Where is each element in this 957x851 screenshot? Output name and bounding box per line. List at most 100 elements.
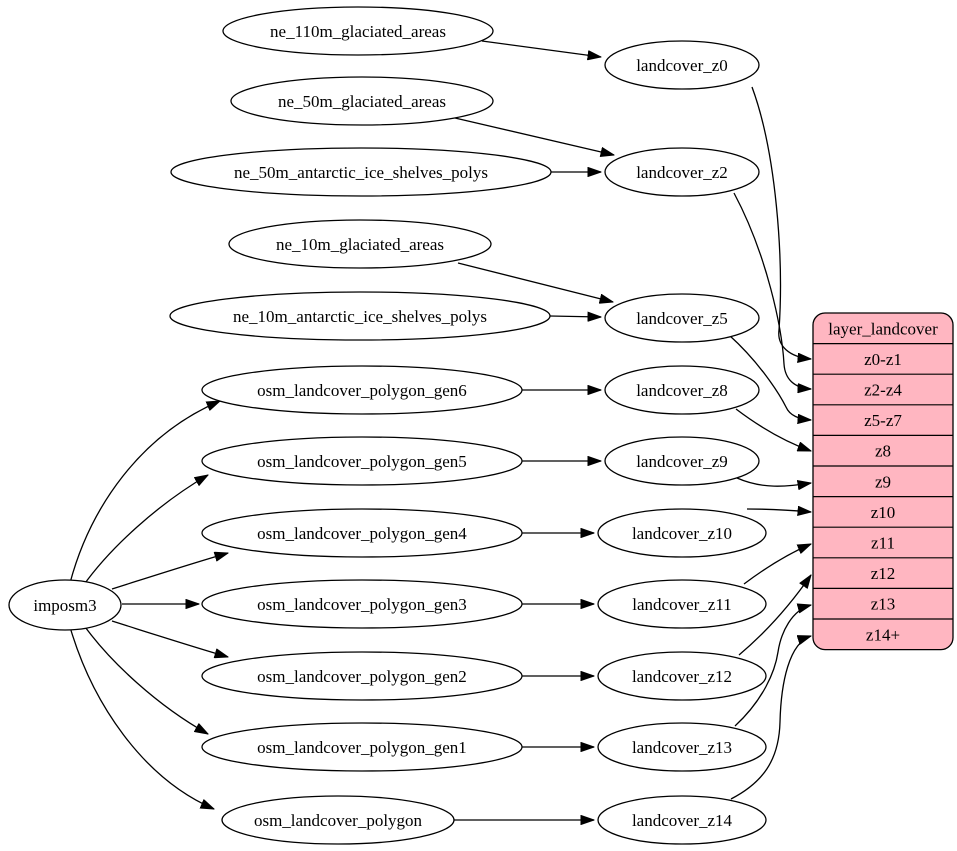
node-osm_landcover_polygon_gen4-label: osm_landcover_polygon_gen4 [257, 524, 467, 543]
edge-ne_10m_glaciated_areas-to-landcover_z5 [457, 262, 613, 302]
node-imposm3-shape [8, 579, 122, 631]
node-landcover_z14-shape [597, 795, 767, 845]
node-landcover_z5: landcover_z5 [604, 293, 760, 343]
node-ne_110m_glaciated_areas-shape [222, 6, 494, 56]
edge-landcover_z12-to-layer_landcover-z12 [738, 575, 811, 656]
node-ne_110m_glaciated_areas: ne_110m_glaciated_areas [222, 6, 494, 56]
node-landcover_z2: landcover_z2 [604, 147, 760, 197]
node-ne_50m_antarctic_ice_shelves_polys-shape [170, 147, 552, 197]
node-landcover_z5-label: landcover_z5 [636, 309, 728, 328]
edge-ne_50m_glaciated_areas-to-landcover_z2 [454, 117, 614, 155]
node-ne_10m_glaciated_areas-shape [228, 219, 492, 269]
node-ne_50m_antarctic_ice_shelves_polys: ne_50m_antarctic_ice_shelves_polys [170, 147, 552, 197]
node-landcover_z11: landcover_z11 [597, 579, 767, 629]
edge-imposm3-to-osm_landcover_polygon_gen1 [82, 623, 208, 734]
node-osm_landcover_polygon-shape [221, 795, 455, 845]
node-landcover_z8: landcover_z8 [604, 365, 760, 415]
node-landcover_z2-label: landcover_z2 [636, 163, 728, 182]
node-landcover_z9-shape [604, 436, 760, 486]
node-ne_10m_antarctic_ice_shelves_polys: ne_10m_antarctic_ice_shelves_polys [169, 291, 551, 341]
node-landcover_z10: landcover_z10 [597, 508, 767, 558]
node-osm_landcover_polygon_gen6-label: osm_landcover_polygon_gen6 [257, 381, 467, 400]
table-row-z8: z8 [875, 442, 891, 461]
node-osm_landcover_polygon_gen5: osm_landcover_polygon_gen5 [201, 436, 523, 486]
edge-ne_110m_glaciated_areas-to-landcover_z0 [481, 40, 601, 57]
edge-imposm3-to-osm_landcover_polygon_gen5 [82, 475, 208, 587]
table-row-z12: z12 [871, 564, 896, 583]
node-landcover_z10-shape [597, 508, 767, 558]
node-osm_landcover_polygon_gen2-label: osm_landcover_polygon_gen2 [257, 667, 467, 686]
edge-landcover_z0-to-layer_landcover-z0-z1 [751, 86, 811, 359]
node-ne_10m_glaciated_areas-label: ne_10m_glaciated_areas [276, 235, 444, 254]
table-row-z0-z1: z0-z1 [864, 350, 902, 369]
node-ne_50m_glaciated_areas-label: ne_50m_glaciated_areas [278, 92, 446, 111]
node-ne_50m_glaciated_areas: ne_50m_glaciated_areas [230, 76, 494, 126]
table-layer_landcover-frame [812, 312, 954, 651]
node-landcover_z0-label: landcover_z0 [636, 56, 728, 75]
node-landcover_z13-label: landcover_z13 [632, 738, 732, 757]
table-row-z10: z10 [871, 503, 896, 522]
node-ne_50m_antarctic_ice_shelves_polys-label: ne_50m_antarctic_ice_shelves_polys [234, 163, 488, 182]
table-row-z2-z4: z2-z4 [864, 381, 902, 400]
node-osm_landcover_polygon_gen1: osm_landcover_polygon_gen1 [201, 722, 523, 772]
node-osm_landcover_polygon_gen4: osm_landcover_polygon_gen4 [201, 508, 523, 558]
node-osm_landcover_polygon_gen2-shape [201, 651, 523, 701]
node-landcover_z9-label: landcover_z9 [636, 452, 728, 471]
node-landcover_z0: landcover_z0 [604, 40, 760, 90]
node-landcover_z8-label: landcover_z8 [636, 381, 728, 400]
node-landcover_z12-shape [597, 651, 767, 701]
node-landcover_z13: landcover_z13 [597, 722, 767, 772]
node-ne_10m_antarctic_ice_shelves_polys-shape [169, 291, 551, 341]
table-row-z13: z13 [871, 595, 896, 614]
node-landcover_z13-shape [597, 722, 767, 772]
edge-landcover_z8-to-layer_landcover-z8 [735, 408, 811, 452]
edge-imposm3-to-osm_landcover_polygon_gen4 [111, 553, 228, 590]
node-landcover_z0-shape [604, 40, 760, 90]
node-osm_landcover_polygon_gen3-label: osm_landcover_polygon_gen3 [257, 595, 467, 614]
node-osm_landcover_polygon_gen1-shape [201, 722, 523, 772]
node-osm_landcover_polygon_gen6: osm_landcover_polygon_gen6 [201, 365, 523, 415]
node-osm_landcover_polygon_gen1-label: osm_landcover_polygon_gen1 [257, 738, 467, 757]
node-osm_landcover_polygon_gen2: osm_landcover_polygon_gen2 [201, 651, 523, 701]
node-imposm3: imposm3 [8, 579, 122, 631]
node-landcover_z12: landcover_z12 [597, 651, 767, 701]
node-landcover_z14-label: landcover_z14 [632, 811, 733, 830]
node-landcover_z12-label: landcover_z12 [632, 667, 732, 686]
edge-landcover_z2-to-layer_landcover-z2-z4 [733, 192, 811, 389]
node-osm_landcover_polygon_gen3-shape [201, 579, 523, 629]
node-landcover_z2-shape [604, 147, 760, 197]
node-ne_50m_glaciated_areas-shape [230, 76, 494, 126]
node-ne_10m_glaciated_areas: ne_10m_glaciated_areas [228, 219, 492, 269]
node-landcover_z14: landcover_z14 [597, 795, 767, 845]
table-layer: layer_landcover z0-z1 z2-z4 z5-z7 z8 z9 z10 z11… [812, 312, 954, 651]
edges-layer [69, 40, 811, 820]
node-ne_110m_glaciated_areas-label: ne_110m_glaciated_areas [270, 22, 446, 41]
table-layer_landcover-title: layer_landcover [828, 319, 938, 338]
table-layer_landcover: layer_landcover z0-z1 z2-z4 z5-z7 z8 z9 z10 z11… [812, 312, 954, 651]
edge-landcover_z5-to-layer_landcover-z5-z7 [728, 334, 811, 420]
node-landcover_z5-shape [604, 293, 760, 343]
edge-imposm3-to-osm_landcover_polygon [69, 626, 214, 809]
node-landcover_z8-shape [604, 365, 760, 415]
node-ne_10m_antarctic_ice_shelves_polys-label: ne_10m_antarctic_ice_shelves_polys [233, 307, 487, 326]
edge-landcover_z14-to-layer_landcover-z14- [730, 636, 811, 800]
node-osm_landcover_polygon_gen6-shape [201, 365, 523, 415]
node-landcover_z9: landcover_z9 [604, 436, 760, 486]
node-osm_landcover_polygon_gen5-shape [201, 436, 523, 486]
node-osm_landcover_polygon: osm_landcover_polygon [221, 795, 455, 845]
node-osm_landcover_polygon_gen4-shape [201, 508, 523, 558]
node-osm_landcover_polygon-label: osm_landcover_polygon [254, 811, 423, 830]
node-osm_landcover_polygon_gen5-label: osm_landcover_polygon_gen5 [257, 452, 467, 471]
node-osm_landcover_polygon_gen3: osm_landcover_polygon_gen3 [201, 579, 523, 629]
edge-landcover_z13-to-layer_landcover-z13 [734, 605, 811, 727]
node-landcover_z10-label: landcover_z10 [632, 524, 732, 543]
edge-landcover_z10-to-layer_landcover-z10 [746, 509, 811, 512]
nodes-layer: ne_110m_glaciated_areas landcover_z0 ne_50… [8, 6, 767, 845]
edge-ne_10m_antarctic_ice_shelves_polys-to-landcover_z5 [549, 316, 601, 317]
edge-landcover_z11-to-layer_landcover-z11 [743, 544, 811, 585]
table-row-z9: z9 [875, 472, 891, 491]
table-row-z11: z11 [871, 534, 895, 553]
table-row-z5-z7: z5-z7 [864, 411, 902, 430]
